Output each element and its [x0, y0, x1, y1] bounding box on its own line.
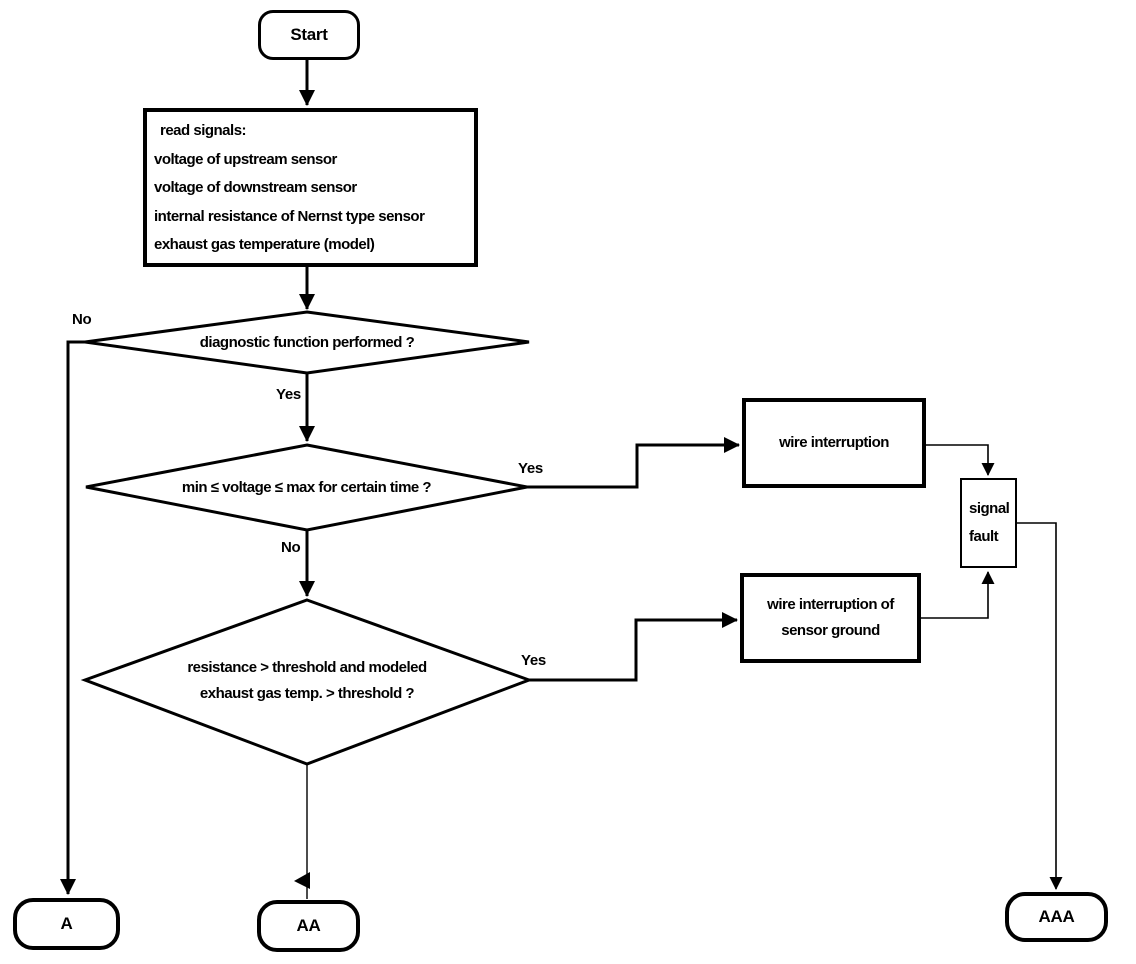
signal-fault-line2: fault [969, 528, 999, 545]
edge-diagnostic-no-to-a [60, 340, 85, 895]
terminal-aa-label: AA [296, 916, 321, 935]
edge-label-resistance-yes: Yes [521, 652, 546, 669]
read-signals-line: voltage of downstream sensor [154, 179, 357, 197]
terminal-aa: AA [257, 900, 360, 952]
edge-label-voltage-yes: Yes [518, 460, 543, 477]
decision-voltage-label: min ≤ voltage ≤ max for certain time ? [181, 479, 432, 496]
read-signals-box: read signals: voltage of upstream sensor… [143, 108, 478, 267]
decision-resistance-label: resistance > threshold and modeled exhau… [85, 655, 529, 707]
edge-resistance-yes-to-wire-ground [529, 612, 738, 682]
signal-fault-box: signal fault [960, 478, 1017, 568]
read-signals-line: exhaust gas temperature (model) [154, 236, 375, 254]
edge-voltage-yes-to-wire-interruption [527, 437, 740, 489]
wire-interruption-label: wire interruption [779, 434, 889, 451]
edge-label-diagnostic-no: No [72, 311, 92, 328]
wire-interruption-box: wire interruption [742, 398, 926, 488]
start-terminal: Start [258, 10, 360, 60]
edge-label-voltage-no: No [281, 539, 301, 556]
edge-wire-ground-to-signal-fault [921, 571, 995, 619]
wire-interruption-ground-box: wire interruption of sensor ground [740, 573, 921, 663]
wire-interruption-ground-line2: sensor ground [781, 622, 880, 639]
terminal-a: A [13, 898, 120, 950]
terminal-aaa-label: AAA [1038, 907, 1075, 926]
terminal-aaa: AAA [1005, 892, 1108, 942]
decision-resistance-line2: exhaust gas temp. > threshold ? [199, 685, 415, 702]
read-signals-line: internal resistance of Nernst type senso… [154, 207, 425, 225]
wire-interruption-ground-line1: wire interruption of [767, 596, 894, 613]
decision-diagnostic-label: diagnostic function performed ? [199, 334, 415, 351]
signal-fault-line1: signal [969, 500, 1010, 517]
edge-signal-fault-to-aaa [1017, 522, 1063, 890]
edge-wire-interruption-to-signal-fault [926, 444, 995, 476]
decision-resistance-line1: resistance > threshold and modeled [187, 659, 427, 676]
terminal-a-label: A [60, 914, 73, 933]
edge-label-diagnostic-yes: Yes [276, 386, 301, 403]
read-signals-line: read signals: [160, 122, 247, 139]
read-signals-line: voltage of upstream sensor [154, 150, 337, 168]
edge-resistance-no-arrowhead [294, 872, 310, 889]
start-label: Start [290, 25, 328, 44]
